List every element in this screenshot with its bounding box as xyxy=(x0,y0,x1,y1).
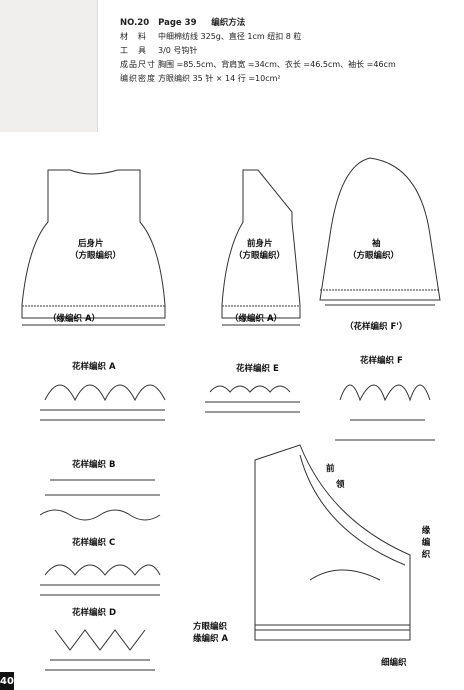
front-piece-method: （方眼编织） xyxy=(234,251,286,261)
page-ref: Page 39 xyxy=(158,18,197,28)
pattern-c-chart xyxy=(40,564,161,596)
pattern-e-chart xyxy=(205,385,300,413)
front-piece-edge: （缘编织 A） xyxy=(230,314,283,324)
back-piece-outline xyxy=(21,169,166,319)
pattern-f-title: 花样编织 F xyxy=(360,356,403,366)
sleeve-outline xyxy=(319,157,441,301)
neck-fine-label: 细编织 xyxy=(381,658,407,668)
neck-collar-label: 领 xyxy=(336,480,345,490)
pattern-a-title: 花样编织 A xyxy=(72,362,116,372)
page-number: 40 xyxy=(0,672,14,690)
pattern-e-title: 花样编织 E xyxy=(236,364,279,374)
spec-size: 成品尺寸胸围 =85.5cm、背肩宽 =34cm、衣长 =46.5cm、袖长 =… xyxy=(120,60,396,69)
pattern-b-chart xyxy=(39,479,161,521)
spec-gauge: 编织密度方眼编织 35 针 × 14 行 =10cm² xyxy=(120,74,281,83)
neckband-chart xyxy=(254,444,411,641)
pattern-b-title: 花样编织 B xyxy=(72,460,116,470)
pattern-d-title: 花样编织 D xyxy=(72,608,117,618)
neck-edge-label: 缘编织 xyxy=(421,526,431,560)
neck-edge-a-label: 缘编织 A xyxy=(193,634,229,644)
front-piece-name: 前身片 xyxy=(247,239,273,249)
sleeve-name: 袖 xyxy=(372,239,381,249)
pattern-d-chart xyxy=(45,629,155,671)
back-piece-name: 后身片 xyxy=(78,239,104,249)
sleeve-method: （方眼编织） xyxy=(348,251,400,261)
sleeve-edge: （花样编织 F'） xyxy=(345,322,408,332)
model-photo xyxy=(0,0,98,132)
front-piece-outline xyxy=(221,169,301,319)
spec-materials: 材 料中细棉纺线 325g、直径 1cm 纽扣 8 粒 xyxy=(120,32,302,41)
pattern-a-chart xyxy=(40,384,166,421)
back-piece-edge: （缘编织 A） xyxy=(48,314,101,324)
header: NO.20 Page 39 编织方法 材 料中细棉纺线 325g、直径 1cm … xyxy=(120,16,396,86)
pattern-number: NO.20 xyxy=(120,18,150,28)
pattern-c-title: 花样编织 C xyxy=(72,538,116,548)
back-piece-method: （方眼编织） xyxy=(70,251,122,261)
method-heading: 编织方法 xyxy=(211,18,246,28)
pattern-f-chart xyxy=(335,384,435,441)
neck-mesh-label: 方眼编织 xyxy=(193,622,228,632)
neck-front-label: 前 xyxy=(326,464,335,474)
